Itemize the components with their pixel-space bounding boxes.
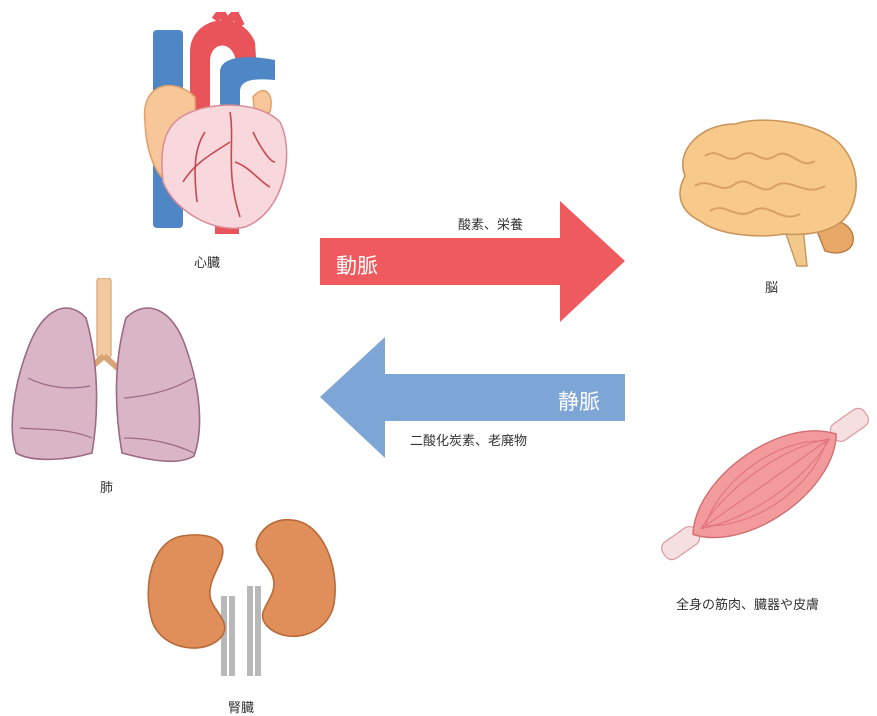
brain-label: 脳	[765, 277, 778, 296]
muscle-illustration	[652, 398, 877, 570]
artery-note: 酸素、栄養	[458, 214, 523, 233]
lungs-label: 肺	[100, 477, 113, 496]
vein-note: 二酸化炭素、老廃物	[410, 430, 527, 449]
heart-label: 心臓	[194, 252, 220, 271]
lungs-illustration	[8, 278, 208, 472]
brain-illustration	[665, 116, 865, 272]
heart-illustration	[135, 12, 295, 240]
kidneys-label: 腎臓	[228, 697, 254, 716]
vein-label: 静脈	[558, 386, 600, 416]
kidneys-illustration	[142, 516, 342, 684]
artery-label: 動脈	[336, 250, 378, 280]
muscle-label: 全身の筋肉、臓器や皮膚	[676, 594, 819, 613]
